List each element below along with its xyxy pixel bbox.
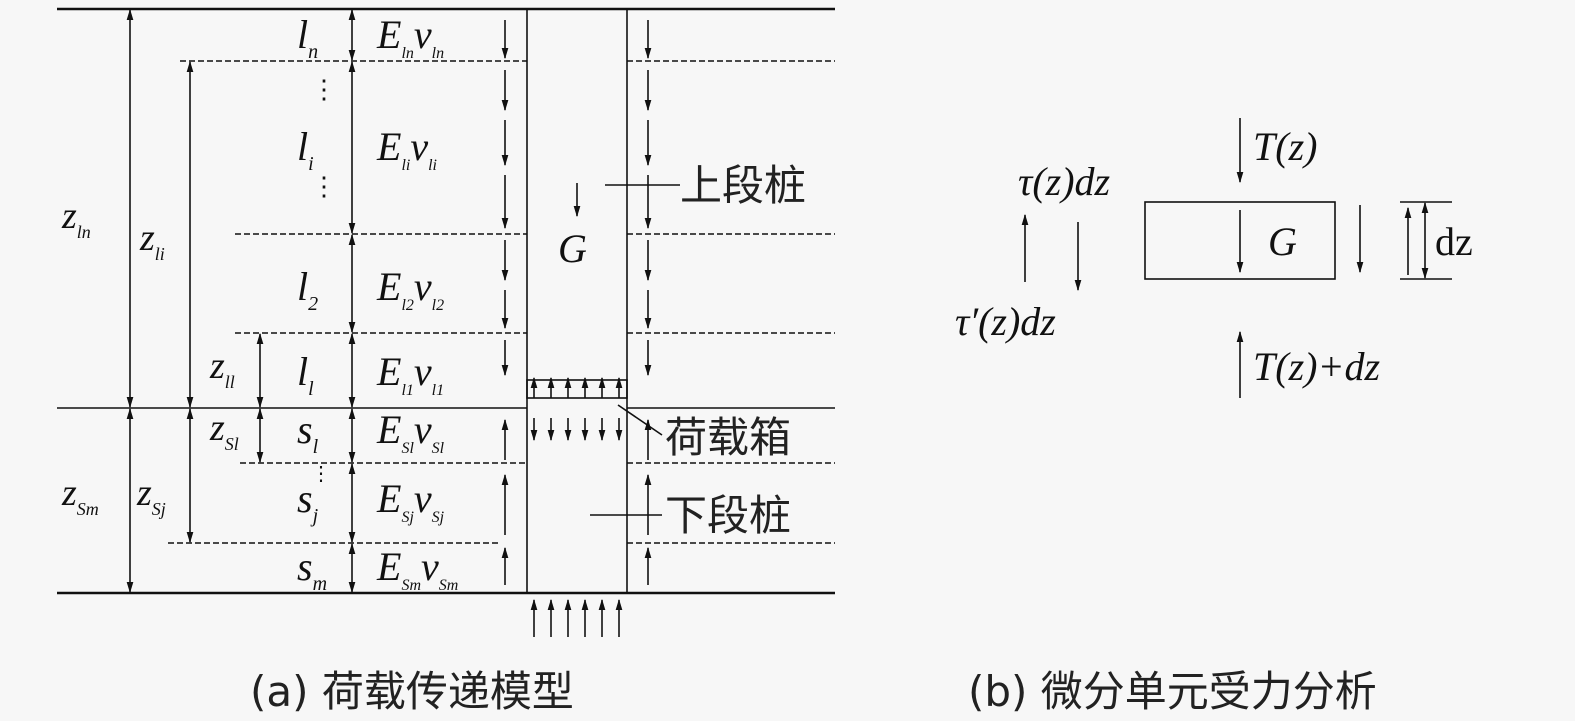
layer-symbol: sm <box>297 544 327 595</box>
element-weight-label: G <box>1268 219 1297 264</box>
shear-down-label: τ′(z)dz <box>955 299 1056 344</box>
layer-symbol: l2 <box>297 264 318 315</box>
part-b-structure <box>1021 118 1452 398</box>
layer-properties: Elivli <box>376 124 437 174</box>
dz-label: dz <box>1435 219 1473 264</box>
ellipsis-dots: ⋮ <box>311 75 337 104</box>
differential-element <box>1144 201 1336 280</box>
load-box-top-plate <box>526 379 628 399</box>
caption-b: (b) 微分单元受力分析 <box>968 667 1377 716</box>
load-box-arrows <box>530 376 623 637</box>
load-box-label: 荷载箱 <box>665 413 791 462</box>
part-a-structure: ⋮ ⋮ ⋮ <box>57 7 835 637</box>
load-box-leader <box>617 404 663 436</box>
upper-pile-label: 上段桩 <box>680 161 806 210</box>
layer-properties: Elnvln <box>376 12 444 62</box>
depth-label: zSl <box>209 407 239 454</box>
layer-properties: ESlvSl <box>376 407 445 457</box>
shear-up-label: τ(z)dz <box>1018 159 1111 204</box>
layer-symbol: ln <box>297 12 318 63</box>
layer-symbol: li <box>297 124 314 175</box>
layer-labels: ln Elnvln li Elivli l2 El2vl2 ll El1vl1 sl ESlvSl… <box>297 12 458 595</box>
layer-symbol: ll <box>297 349 314 400</box>
depth-label: zli <box>139 217 165 264</box>
top-force-label: T(z) <box>1253 124 1317 169</box>
layer-symbol: sj <box>297 476 319 527</box>
pile-weight-label: G <box>558 226 587 271</box>
caption-a: (a) 荷载传递模型 <box>250 667 574 716</box>
lower-pile-label: 下段桩 <box>665 491 791 540</box>
ellipsis-dots: ⋮ <box>311 172 337 201</box>
bottom-force-label: T(z)+dz <box>1253 344 1380 389</box>
layer-symbol: sl <box>297 407 319 458</box>
ellipsis-dots: ⋮ <box>311 463 331 485</box>
depth-label: zln <box>61 195 91 242</box>
layer-properties: El1vl1 <box>376 349 444 399</box>
layer-properties: ESjvSj <box>376 476 445 526</box>
depth-label: zSm <box>61 472 99 519</box>
layer-properties: El2vl2 <box>376 264 444 314</box>
layer-properties: ESmvSm <box>376 544 458 594</box>
depth-label: zll <box>209 345 235 392</box>
side-friction-arrows <box>501 20 652 585</box>
depth-labels: zln zli zll zSl zSm zSj <box>61 195 239 519</box>
depth-label: zSj <box>136 472 166 519</box>
